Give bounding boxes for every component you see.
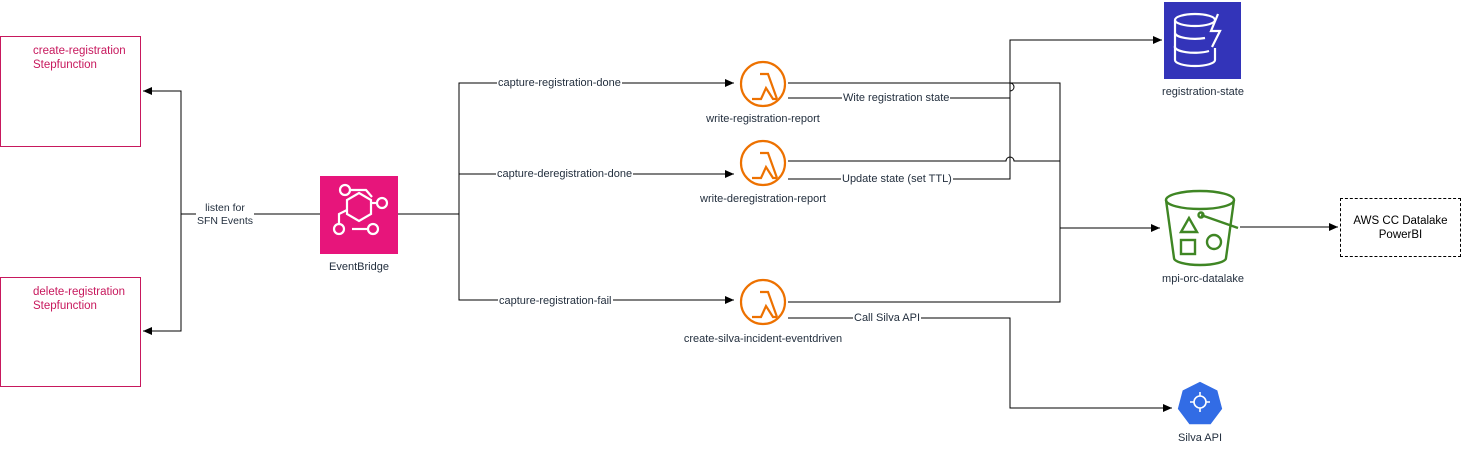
edge-capture-reg-fail: [458, 214, 734, 304]
silva-api-icon: [1176, 380, 1224, 426]
write-registration-report-label: write-registration-report: [706, 113, 820, 125]
registration-state-label: registration-state: [1162, 86, 1244, 98]
edge-to-create-sfn: [143, 87, 182, 214]
lambda-icon: [739, 60, 787, 108]
edge-write-state: [788, 36, 1162, 99]
listen-sfn-events-label: listen for SFN Events: [196, 202, 255, 228]
delete-registration-title: delete-registration Stepfunction: [33, 286, 126, 312]
capture-registration-done-label: capture-registration-done: [497, 77, 622, 90]
lambda-icon: [739, 139, 787, 187]
eventbridge-icon: [320, 176, 398, 254]
lambda-icon: [739, 278, 787, 326]
edge-capture-reg-done: [458, 79, 734, 214]
update-state-label: Update state (set TTL): [841, 173, 953, 186]
edge-call-silva: [788, 317, 1172, 412]
aws-cc-datalake-powerbi: AWS CC Datalake PowerBI: [1340, 198, 1461, 257]
delete-registration-stepfunction: delete-registration Stepfunction: [0, 277, 141, 387]
create-registration-title: create-registration Stepfunction: [33, 45, 126, 71]
create-silva-incident-label: create-silva-incident-eventdriven: [683, 333, 843, 345]
create-registration-stepfunction: create-registration Stepfunction: [0, 36, 141, 147]
capture-deregistration-done-label: capture-deregistration-done: [496, 168, 634, 181]
dynamodb-icon: [1164, 2, 1241, 79]
call-silva-api-label: Call Silva API: [853, 312, 922, 325]
mpi-orc-datalake-label: mpi-orc-datalake: [1162, 273, 1244, 285]
silva-api-label: Silva API: [1177, 432, 1223, 444]
s3-bucket-icon: [1164, 189, 1239, 267]
edge-to-delete-sfn: [143, 214, 182, 335]
write-registration-state-label: Wite registration state: [842, 92, 951, 105]
write-deregistration-report-label: write-deregistration-report: [700, 193, 826, 205]
eventbridge-label: EventBridge: [329, 261, 389, 273]
edge-fail-to-s3: [788, 228, 1061, 303]
edge-dereg-to-s3: [788, 156, 1060, 162]
capture-registration-fail-label: capture-registration-fail: [498, 295, 613, 308]
